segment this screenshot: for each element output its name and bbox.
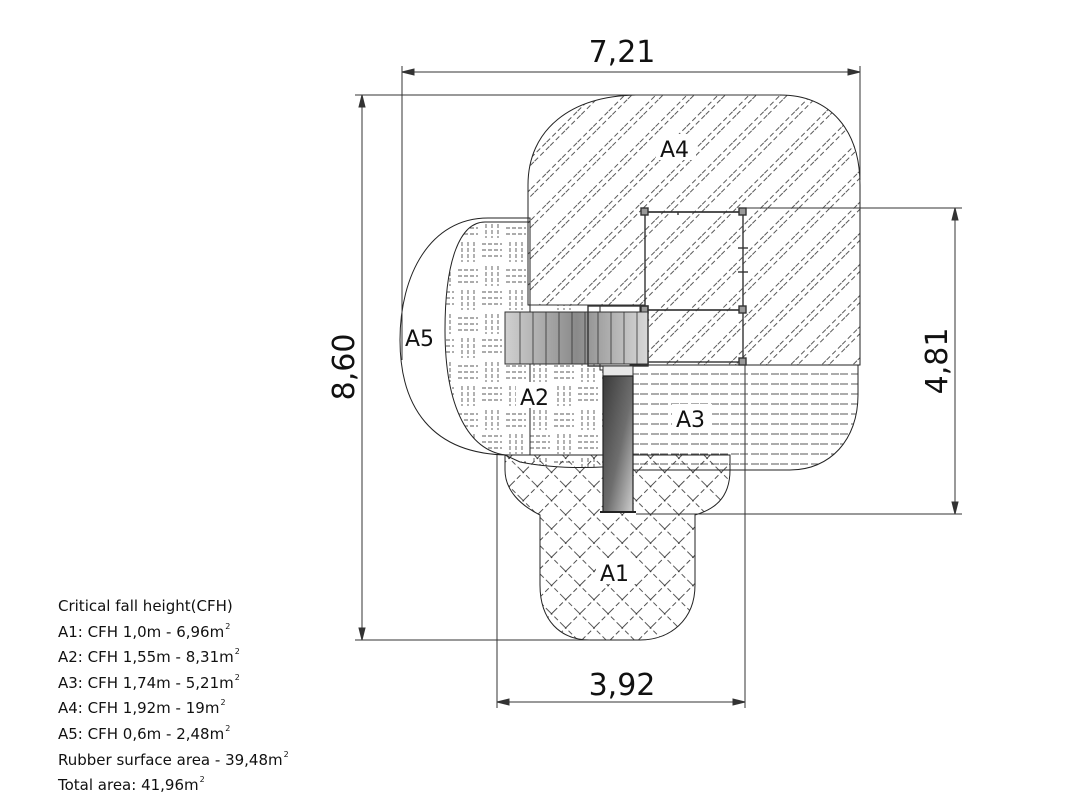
dimension-lines: [355, 66, 962, 708]
zone-a1-area: [504, 454, 731, 641]
play-structure: [530, 207, 748, 366]
legend-row-total-area: Total area: 41,96m2: [58, 775, 205, 795]
legend-row-rubber-surface: Rubber surface area - 39,48m2: [58, 749, 289, 769]
legend-title: Critical fall height(CFH): [58, 597, 233, 615]
legend: Critical fall height(CFH) A1: CFH 1,0m -…: [58, 597, 289, 796]
zone-a3-label: A3: [676, 408, 705, 433]
legend-row-a3: A3: CFH 1,74m - 5,21m2: [58, 672, 240, 692]
legend-row-a4: A4: CFH 1,92m - 19m2: [58, 698, 226, 718]
zone-a2-label: A2: [520, 386, 549, 411]
zone-a5-label: A5: [405, 327, 434, 352]
zone-a4-area: [527, 94, 861, 366]
legend-row-a2: A2: CFH 1,55m - 8,31m2: [58, 647, 240, 667]
legend-row-a5: A5: CFH 0,6m - 2,48m2: [58, 723, 231, 743]
stair-bridge: [504, 305, 649, 367]
overall-width-label: 7,21: [589, 35, 656, 70]
zone-a3-area: [629, 364, 859, 471]
zone-a4-label: A4: [660, 138, 689, 163]
zone-a1-label: A1: [600, 562, 629, 587]
slide: [600, 365, 636, 513]
right-height-label: 4,81: [920, 328, 955, 395]
overall-height-label: 8,60: [327, 334, 362, 401]
legend-row-a1: A1: CFH 1,0m - 6,96m2: [58, 621, 231, 641]
bottom-width-label: 3,92: [589, 668, 656, 703]
